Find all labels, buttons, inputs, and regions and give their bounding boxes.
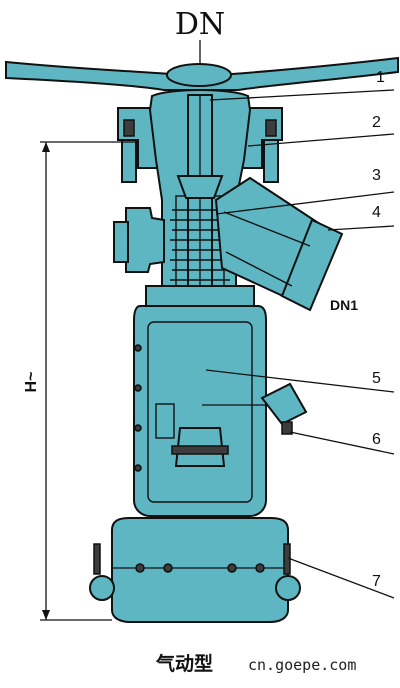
leader-lines: [205, 89, 395, 599]
limit-switch: [260, 382, 308, 426]
diaphragm-actuator: [111, 517, 289, 623]
yoke-collar: [145, 285, 255, 307]
top-cap: [166, 63, 232, 87]
coupling-pin: [171, 445, 229, 455]
actuator-plate: [155, 403, 175, 439]
dn-label: DN: [175, 7, 225, 42]
diaphragm-bolts: [135, 563, 265, 573]
part-number-2: 2: [372, 114, 381, 131]
part-number-6: 6: [372, 431, 381, 448]
flange-bolt-left: [121, 139, 137, 183]
part-number-5: 5: [372, 370, 381, 387]
valve-disc: [176, 175, 224, 199]
switch-cable-gland: [281, 421, 293, 435]
flange-bolt-right: [263, 139, 279, 183]
height-dimension: [40, 141, 138, 621]
bolt-head-left: [123, 119, 135, 137]
part-number-4: 4: [372, 204, 381, 221]
part-number-3: 3: [372, 167, 381, 184]
height-label: H~: [23, 372, 40, 393]
left-port: [125, 207, 165, 273]
housing-bolts: [134, 344, 142, 472]
actuator-housing: [133, 305, 267, 517]
actuator-window: [147, 321, 253, 503]
side-fittings: [89, 543, 301, 601]
outlet-bore: [223, 211, 311, 287]
bolt-head-right: [265, 119, 277, 137]
part-number-7: 7: [372, 573, 381, 590]
part-number-1: 1: [376, 69, 385, 86]
caption: 气动型: [155, 652, 213, 675]
dn1-label: DN1: [330, 297, 358, 313]
left-port-flange: [113, 221, 129, 263]
watermark: cn.goepe.com: [248, 656, 356, 674]
